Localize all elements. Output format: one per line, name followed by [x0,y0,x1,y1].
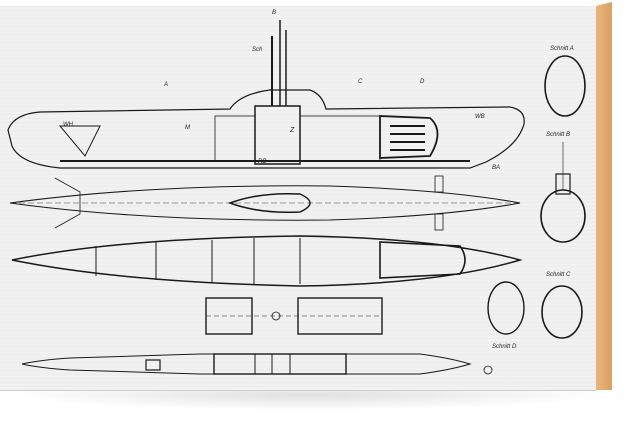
deck-plan-view [11,235,523,287]
section-marker-a: A [163,82,168,88]
top-exterior-view [9,175,521,231]
schnitt-d-title: Schnitt D [492,344,517,350]
label-sch: Sch [252,47,263,53]
lower-deck-plan-view [205,297,383,335]
schnitt-c-title: Schnitt C [546,272,571,278]
section-marker-c: C [358,79,363,85]
schnitt-a-title: Schnitt A [550,46,574,52]
section-marker-d: D [420,79,425,85]
label-z: Z [289,127,295,134]
side-section-view: WH M Z RB WB BA Sch A B C D [7,10,525,171]
section-marker-b: B [272,10,276,16]
schnitt-b-title: Schnitt B [546,132,570,138]
label-m: M [185,125,190,131]
label-wh: WH [63,122,74,128]
label-rb: RB [258,159,266,165]
cross-sections: Schnitt A Schnitt B Schnitt C Schnitt D [487,46,586,350]
keel-plan-view [21,353,493,375]
wood-panel-edge [596,2,612,390]
label-ba: BA [492,165,500,171]
submarine-blueprint: WH M Z RB WB BA Sch A B C D [7,10,586,375]
label-wb: WB [475,114,485,120]
